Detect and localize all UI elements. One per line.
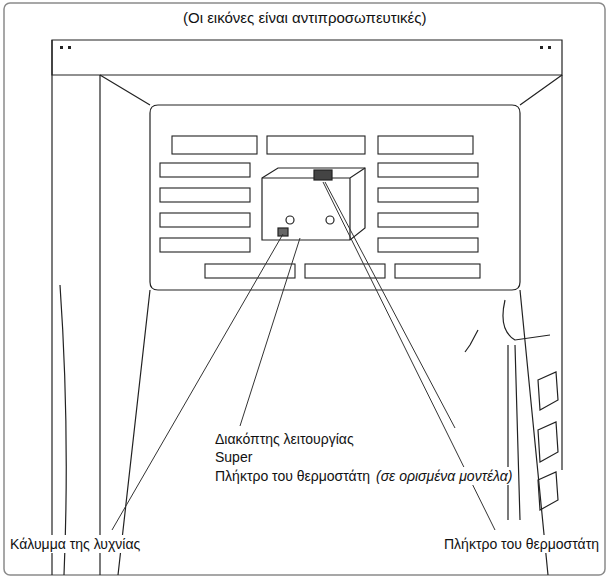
part-label: Διακόπτης λειτουργίας Super: [213, 430, 392, 466]
door-bin: [538, 372, 558, 510]
ceiling-panel: [150, 105, 520, 290]
ceiling-edge: [100, 75, 562, 105]
part-label: (σε ορισμένα μοντέλα): [374, 467, 514, 485]
vent-slot: [378, 238, 478, 252]
part-label: Πλήκτρο του θερμοστάτη: [213, 467, 372, 485]
part-label: Πλήκτρο του θερμοστάτη: [442, 535, 601, 553]
picture-note: (Οι εικόνες είναι αντιπροσωπευτικές): [181, 9, 428, 27]
vent-slot: [378, 213, 478, 227]
leader-line: [325, 182, 455, 428]
side-wall-edge: [118, 290, 548, 575]
vent-slot: [160, 213, 250, 227]
leader-line: [240, 238, 300, 426]
top-header: [52, 40, 562, 75]
thermostat-knob: [314, 170, 332, 180]
shelf-hook: [465, 330, 478, 352]
left-door-edge: [60, 285, 66, 575]
vent-slot: [267, 136, 365, 154]
right-outer-wall: [561, 75, 562, 470]
vent-slot: [305, 264, 385, 278]
screw-dot: [548, 46, 551, 49]
vent-slot: [378, 188, 478, 202]
part-label: Κάλυμμα της λυχνίας: [8, 535, 142, 553]
vent-slot: [378, 163, 478, 177]
left-outer-wall: [51, 40, 52, 575]
vent-slot: [160, 188, 250, 202]
vent-slot: [172, 136, 257, 154]
vent-slot: [160, 238, 250, 252]
screw-dot: [540, 46, 543, 49]
door-gasket: [503, 300, 550, 520]
screw: [286, 216, 294, 224]
leader-line: [112, 234, 283, 530]
vent-slot: [378, 136, 473, 154]
vent-slot: [395, 264, 480, 278]
screw-dot: [68, 46, 71, 49]
screw-dot: [60, 46, 63, 49]
picture-frame: [4, 3, 605, 575]
left-inner-wall: [99, 75, 100, 575]
vent-slot: [160, 163, 250, 177]
screw: [326, 216, 334, 224]
vent-slot: [205, 264, 295, 278]
